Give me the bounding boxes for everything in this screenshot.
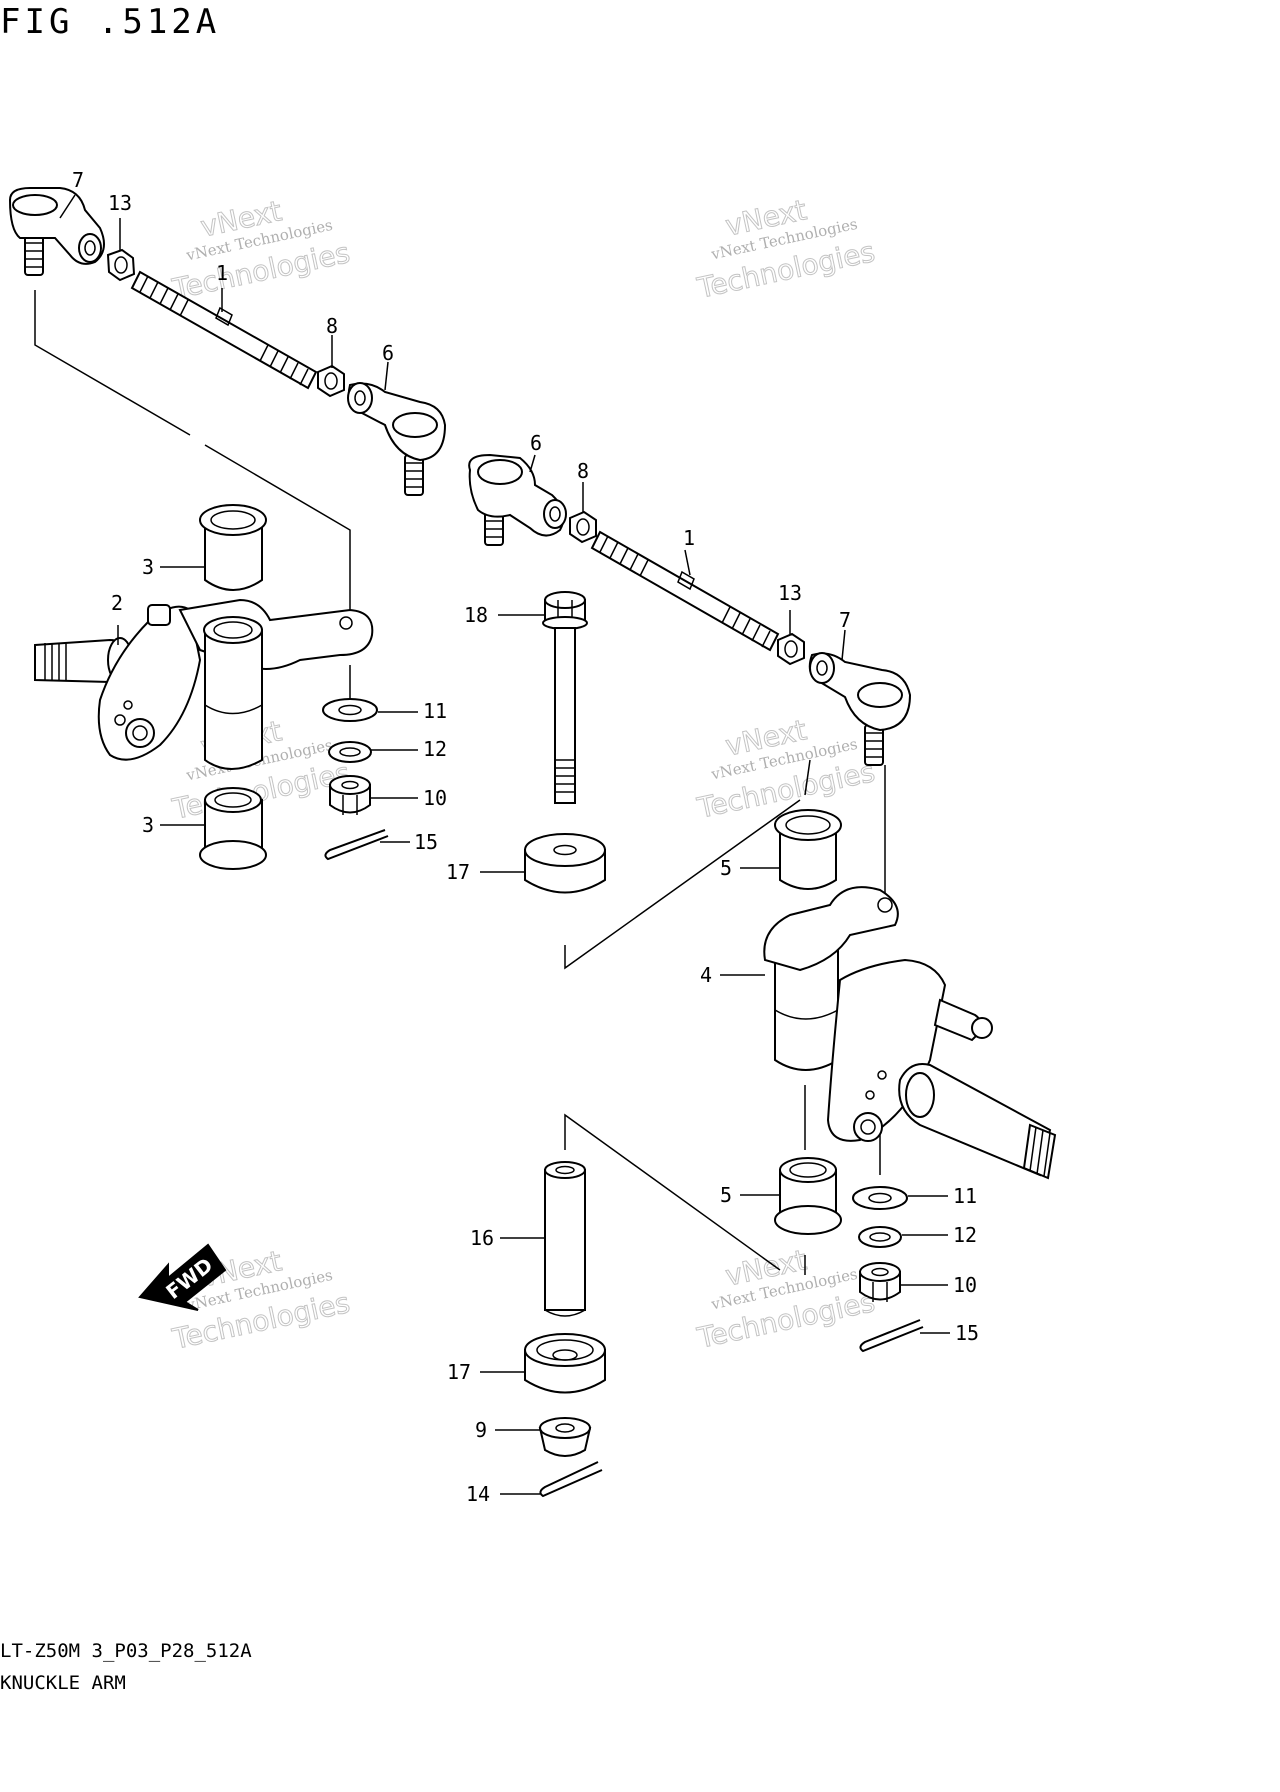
part-8-nut-mid	[569, 510, 597, 544]
callout-6-mid: 6	[530, 431, 542, 455]
callout-15-left: 15	[414, 830, 438, 854]
centerline-bolt-to-knuckle	[564, 799, 801, 970]
callout-17-upper: 17	[446, 860, 470, 884]
centerline-left-tierod-lower	[204, 444, 351, 615]
centerline-upper-right	[804, 759, 811, 796]
centerline-pin	[564, 1113, 781, 1271]
part-8-nut-upper	[317, 364, 345, 398]
watermark-mid-right: vNext vNext Technologies Technologies	[693, 713, 878, 826]
callout-8-upper: 8	[326, 314, 338, 338]
part-7-tie-rod-end-left	[8, 187, 105, 276]
part-18-bolt	[542, 591, 588, 804]
figure-code: LT-Z50M 3_P03_P28_512A	[0, 1640, 252, 1662]
leader-lines	[59, 194, 950, 1495]
callout-13-right: 13	[778, 581, 802, 605]
part-13-nut-right	[777, 632, 805, 666]
part-5-bushing-upper-right	[774, 809, 842, 890]
assembly-lines	[34, 290, 886, 1275]
callout-18: 18	[464, 603, 488, 627]
part-5-bushing-lower-right	[774, 1157, 842, 1235]
part-14-cotter-pin	[539, 1461, 603, 1498]
part-13-nut-left	[106, 248, 136, 282]
part-4-steering-knuckle-right	[763, 886, 1057, 1180]
part-6-tie-rod-end-mid	[468, 453, 567, 546]
part-10-nut-right	[859, 1262, 901, 1302]
part-12-lock-washer-right	[858, 1226, 902, 1248]
callout-9: 9	[475, 1418, 487, 1442]
callout-7-right: 7	[839, 608, 851, 632]
watermark-top-right: vNext vNext Technologies Technologies	[693, 193, 878, 306]
part-3-bushing-upper-left	[199, 504, 267, 591]
callout-7-left: 7	[72, 168, 84, 192]
callout-14: 14	[466, 1482, 490, 1506]
part-15-cotter-pin-left	[324, 829, 389, 861]
part-10-nut-left	[329, 775, 371, 815]
callout-12-right: 12	[953, 1223, 977, 1247]
callout-12-left: 12	[423, 737, 447, 761]
part-7-tie-rod-end-right	[808, 652, 912, 766]
callout-5-lower: 5	[720, 1183, 732, 1207]
callout-10-left: 10	[423, 786, 447, 810]
part-9-nut	[538, 1417, 592, 1457]
callout-17-lower: 17	[447, 1360, 471, 1384]
callout-2: 2	[111, 591, 123, 615]
callout-3-lower-left: 3	[142, 813, 154, 837]
callout-6-upper: 6	[382, 341, 394, 365]
callout-5-upper: 5	[720, 856, 732, 880]
callout-13-left: 13	[108, 191, 132, 215]
callout-1-upper: 1	[216, 261, 228, 285]
part-1-tie-rod-upper	[130, 270, 318, 390]
part-1-tie-rod-lower	[590, 530, 780, 652]
callout-1-lower: 1	[683, 526, 695, 550]
part-6-tie-rod-end-upper	[347, 382, 447, 496]
callout-15-right: 15	[955, 1321, 979, 1345]
callout-3-upper-left: 3	[142, 555, 154, 579]
part-17-spacer-upper	[524, 833, 606, 894]
callout-16: 16	[470, 1226, 494, 1250]
figure-title: FIG .512A	[0, 2, 221, 42]
part-16-pin	[544, 1161, 586, 1317]
part-17-spacer-lower	[524, 1333, 606, 1394]
part-11-washer-left	[322, 698, 378, 722]
part-15-cotter-pin-right	[859, 1319, 924, 1353]
part-11-washer-right	[852, 1186, 908, 1210]
part-12-lock-washer-left	[328, 741, 372, 763]
callout-11-right: 11	[953, 1184, 977, 1208]
figure-name: KNUCKLE ARM	[0, 1672, 126, 1694]
part-2-steering-knuckle-left	[34, 598, 374, 770]
callout-10-right: 10	[953, 1273, 977, 1297]
centerline-left-tierod	[34, 290, 191, 436]
callout-8-mid: 8	[577, 459, 589, 483]
callout-11-left: 11	[423, 699, 447, 723]
watermark-bottom-right: vNext vNext Technologies Technologies	[693, 1243, 878, 1356]
callout-labels: 7 13 1 8 6 6 8 1 13 7 3 2 18 11 12 10 3 …	[72, 168, 979, 1506]
watermark-top-left: vNext vNext Technologies Technologies	[169, 194, 354, 307]
callout-4: 4	[700, 963, 712, 987]
part-3-bushing-lower-left	[199, 787, 267, 870]
